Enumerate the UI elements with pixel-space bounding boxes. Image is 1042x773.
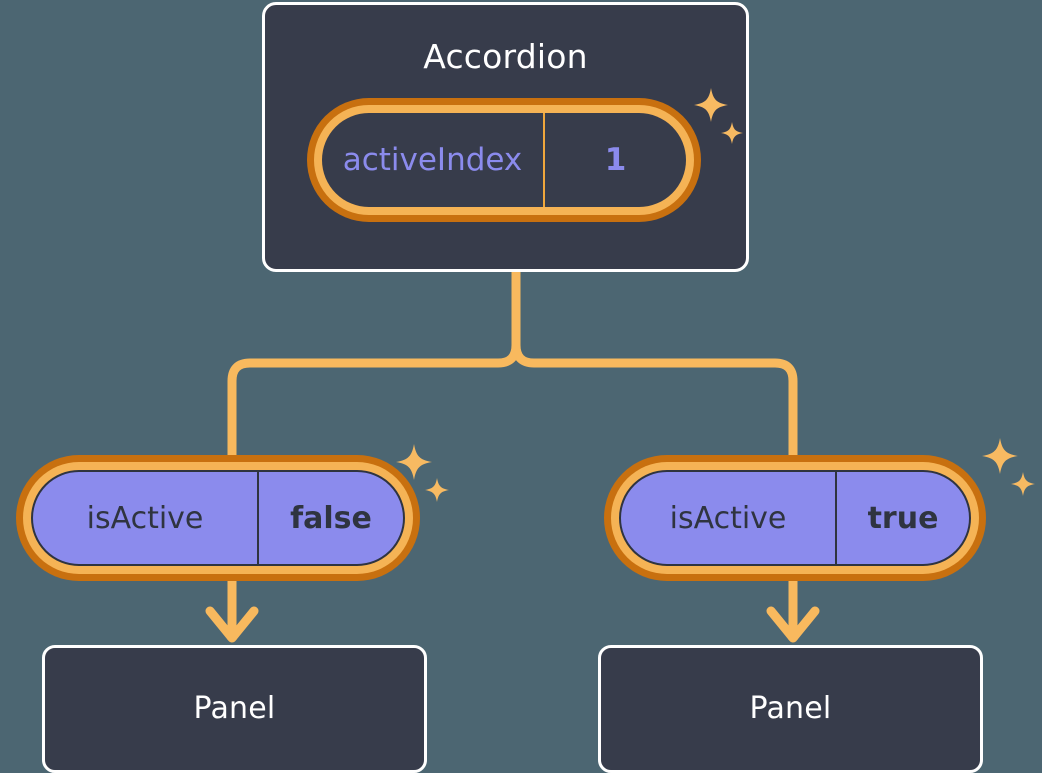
accordion-node-title: Accordion: [423, 37, 588, 76]
state-pill-inner-ring: activeIndex 1: [314, 105, 694, 215]
state-pill-face: activeIndex 1: [322, 113, 686, 207]
wire-arrow-left-head: [205, 606, 259, 643]
state-pill-key: isActive: [621, 472, 837, 564]
state-pill-key: activeIndex: [322, 113, 545, 207]
state-pill-value: true: [867, 500, 939, 536]
state-pill-inner-ring: isActive false: [23, 462, 413, 574]
state-pill-value: false: [290, 500, 372, 536]
state-pill-value: 1: [604, 142, 627, 178]
panel-node-title: Panel: [749, 691, 832, 726]
sparkle-large-icon: [396, 444, 432, 480]
sparkle-large-icon: [694, 88, 728, 122]
wire-arrow-right-head: [766, 606, 820, 643]
panel-node-title: Panel: [193, 691, 276, 726]
sparkle-small-icon: [721, 122, 743, 144]
state-pill-is-active-false[interactable]: isActive false: [16, 455, 420, 581]
panel-component-node-right[interactable]: Panel: [598, 645, 983, 773]
state-pill-inner-ring: isActive true: [611, 462, 979, 574]
sparkle-small-icon: [425, 478, 449, 502]
wire-trunk-split: [227, 267, 521, 460]
state-pill-key: isActive: [33, 472, 259, 564]
state-pill-active-index[interactable]: activeIndex 1: [307, 98, 701, 222]
state-pill-face: isActive true: [619, 470, 971, 566]
wire-trunk-split-right: [511, 267, 798, 460]
panel-component-node-left[interactable]: Panel: [42, 645, 427, 773]
sparkle-large-icon: [982, 438, 1018, 474]
state-pill-face: isActive false: [31, 470, 405, 566]
state-pill-is-active-true[interactable]: isActive true: [604, 455, 986, 581]
sparkle-small-icon: [1011, 472, 1035, 496]
